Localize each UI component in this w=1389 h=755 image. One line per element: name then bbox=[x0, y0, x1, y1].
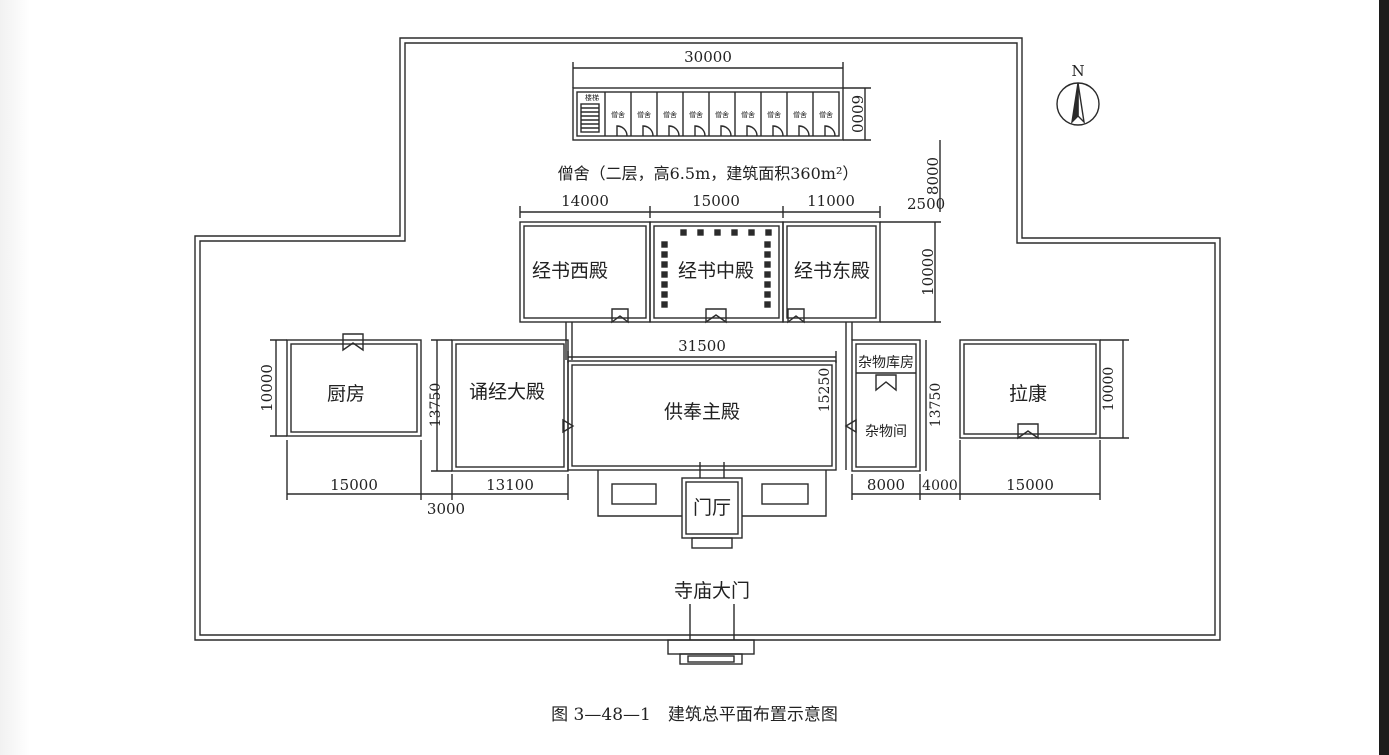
cell-door bbox=[668, 125, 680, 137]
column bbox=[764, 241, 771, 248]
cell-door bbox=[642, 125, 654, 137]
storeroom-block: 杂物库房 杂物间 13750 bbox=[851, 339, 944, 472]
column bbox=[764, 251, 771, 258]
column bbox=[661, 281, 668, 288]
dim-monk-width: 30000 bbox=[684, 48, 732, 66]
monk-cell-label: 僧舍 bbox=[767, 110, 781, 119]
monk-cell-label: 僧舍 bbox=[819, 110, 833, 119]
dim-sutra-depth: 10000 bbox=[919, 248, 937, 296]
dim-monk-depth: 6000 bbox=[848, 95, 866, 133]
sundries-label: 杂物间 bbox=[865, 424, 907, 440]
main-hall: 31500 供奉主殿 15250 bbox=[567, 337, 837, 471]
dim-east-hall: 11000 bbox=[807, 192, 855, 210]
north-label: N bbox=[1071, 62, 1084, 80]
dim-store-depth: 13750 bbox=[928, 383, 944, 428]
monk-cell-label: 僧舍 bbox=[611, 110, 625, 119]
cell-door bbox=[772, 125, 784, 137]
monk-cell-label: 僧舍 bbox=[793, 110, 807, 119]
stair-label: 楼梯 bbox=[585, 93, 599, 102]
lobby-label: 门厅 bbox=[693, 497, 731, 519]
column bbox=[661, 251, 668, 258]
cell-door bbox=[720, 125, 732, 137]
column bbox=[661, 271, 668, 278]
stair-block bbox=[580, 103, 600, 133]
column bbox=[764, 271, 771, 278]
column bbox=[680, 229, 687, 236]
chanting-hall-label: 诵经大殿 bbox=[469, 381, 545, 403]
column bbox=[661, 301, 668, 308]
dim-gap-west: 3000 bbox=[427, 500, 465, 518]
dim-lakang-width: 15000 bbox=[1006, 476, 1054, 494]
storeroom-label: 杂物库房 bbox=[858, 355, 914, 371]
monk-cell-label: 僧舍 bbox=[715, 110, 729, 119]
monk-cell-label: 僧舍 bbox=[663, 110, 677, 119]
monk-cell-label: 僧舍 bbox=[637, 110, 651, 119]
kitchen-label: 厨房 bbox=[327, 383, 365, 405]
dim-kitchen-depth: 10000 bbox=[258, 364, 276, 412]
dim-gap-east: 4000 bbox=[922, 478, 958, 494]
dim-east-offset: 2500 bbox=[907, 195, 945, 213]
site-plan: N 30000 6000 僧舍 僧舍 僧舍 僧舍 僧舍 僧舍 僧舍 僧舍 僧舍 楼梯 僧舍（二层… bbox=[194, 37, 1221, 665]
column bbox=[764, 291, 771, 298]
west-sutra-label: 经书西殿 bbox=[532, 260, 608, 282]
dim-lakang-depth: 10000 bbox=[1101, 367, 1117, 412]
cell-door bbox=[694, 125, 706, 137]
scan-shadow bbox=[0, 0, 30, 755]
column bbox=[764, 261, 771, 268]
dim-gap-north-text: 8000 bbox=[924, 157, 942, 195]
monk-quarters: 30000 6000 僧舍 僧舍 僧舍 僧舍 僧舍 僧舍 僧舍 僧舍 僧舍 楼梯 僧舍（二层，高… bbox=[558, 48, 871, 183]
dim-main-depth: 15250 bbox=[817, 368, 833, 413]
column bbox=[714, 229, 721, 236]
column bbox=[748, 229, 755, 236]
cell-door bbox=[616, 125, 628, 137]
scan-edge bbox=[1379, 0, 1389, 755]
dim-middle-hall: 15000 bbox=[692, 192, 740, 210]
middle-sutra-label: 经书中殿 bbox=[678, 260, 754, 282]
cell-door bbox=[746, 125, 758, 137]
cell-door bbox=[824, 125, 836, 137]
dim-store-width: 8000 bbox=[867, 476, 905, 494]
dim-gap-north: 8000 bbox=[924, 140, 942, 212]
column bbox=[661, 241, 668, 248]
column bbox=[764, 301, 771, 308]
dim-chant-width: 13100 bbox=[486, 476, 534, 494]
chanting-hall: 诵经大殿 13750 bbox=[428, 339, 569, 472]
column bbox=[697, 229, 704, 236]
main-hall-label: 供奉主殿 bbox=[664, 401, 740, 423]
column bbox=[765, 229, 772, 236]
dim-kitchen-width: 15000 bbox=[330, 476, 378, 494]
monk-caption: 僧舍（二层，高6.5m，建筑面积360m²） bbox=[558, 164, 859, 183]
north-arrow: N bbox=[1056, 62, 1100, 126]
column bbox=[764, 281, 771, 288]
dim-chant-depth: 13750 bbox=[428, 383, 444, 428]
figure-caption: 图 3—48—1 建筑总平面布置示意图 bbox=[551, 705, 838, 725]
column bbox=[731, 229, 738, 236]
column bbox=[661, 291, 668, 298]
cell-door bbox=[798, 125, 810, 137]
lakang: 拉康 10000 bbox=[959, 339, 1129, 439]
column bbox=[661, 261, 668, 268]
monk-cell-label: 僧舍 bbox=[741, 110, 755, 119]
monk-cell-label: 僧舍 bbox=[689, 110, 703, 119]
temple-gate: 寺庙大门 bbox=[667, 580, 755, 665]
dim-west-hall: 14000 bbox=[561, 192, 609, 210]
kitchen: 厨房 10000 bbox=[258, 339, 422, 437]
east-sutra-label: 经书东殿 bbox=[794, 260, 870, 282]
entrance-lobby: 门厅 bbox=[597, 462, 827, 549]
lakang-label: 拉康 bbox=[1009, 383, 1047, 405]
bottom-dimensions: 15000 3000 13100 8000 4000 15000 bbox=[286, 440, 1101, 518]
site-boundary bbox=[194, 37, 1221, 641]
dim-main-width: 31500 bbox=[678, 337, 726, 355]
sutra-halls: 14000 15000 11000 2500 经书西殿 经书中殿 经书东殿 10… bbox=[519, 192, 945, 323]
temple-gate-label: 寺庙大门 bbox=[674, 580, 750, 602]
